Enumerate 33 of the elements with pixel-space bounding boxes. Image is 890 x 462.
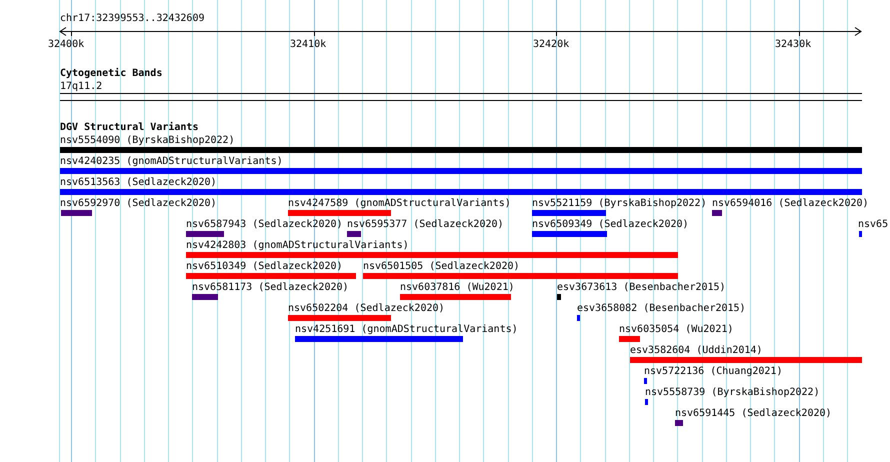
variant-label: nsv6513563 (Sedlazeck2020) — [60, 177, 217, 188]
variant-label: nsv6502204 (Sedlazeck2020) — [288, 303, 445, 314]
track-title: DGV Structural Variants — [60, 122, 198, 133]
variant-label: nsv4240235 (gnomADStructuralVariants) — [60, 156, 283, 167]
tick-label: 32400k — [48, 39, 84, 50]
variant-label: nsv6595377 (Sedlazeck2020) — [347, 219, 504, 230]
variant-label: nsv5722136 (Chuang2021) — [644, 366, 782, 377]
tick-label: 32410k — [290, 39, 326, 50]
variant-label: esv3658082 (Besenbacher2015) — [577, 303, 746, 314]
variant-label: nsv65 — [858, 219, 888, 230]
tick-label: 32420k — [533, 39, 570, 50]
variant-label: nsv6591445 (Sedlazeck2020) — [675, 408, 832, 419]
variant-label: nsv6581173 (Sedlazeck2020) — [192, 282, 349, 293]
variant-label: nsv6510349 (Sedlazeck2020) — [186, 261, 343, 272]
variant-label: nsv6037816 (Wu2021) — [400, 282, 514, 293]
track-title: Cytogenetic Bands — [60, 68, 162, 79]
variant-label: nsv6592970 (Sedlazeck2020) — [60, 198, 217, 209]
variant-label: nsv4242803 (gnomADStructuralVariants) — [186, 240, 409, 251]
variant-label: nsv5554090 (ByrskaBishop2022) — [60, 135, 235, 146]
variant-label: nsv4247589 (gnomADStructuralVariants) — [288, 198, 511, 209]
variant-label: nsv6594016 (Sedlazeck2020) — [712, 198, 869, 209]
variant-label: nsv4251691 (gnomADStructuralVariants) — [295, 324, 518, 335]
variant-label: nsv6501505 (Sedlazeck2020) — [363, 261, 520, 272]
tick-label: 32430k — [775, 39, 812, 50]
variant-label: nsv6509349 (Sedlazeck2020) — [532, 219, 689, 230]
region-coordinates: chr17:32399553..32432609 — [60, 13, 204, 24]
variant-label: nsv6587943 (Sedlazeck2020) — [186, 219, 343, 230]
variant-label: esv3582604 (Uddin2014) — [630, 345, 762, 356]
variant-label: nsv6035054 (Wu2021) — [619, 324, 734, 335]
band-label: 17q11.2 — [60, 81, 102, 92]
variant-label: nsv5521159 (ByrskaBishop2022) — [532, 198, 707, 209]
variant-label: nsv5558739 (ByrskaBishop2022) — [645, 387, 820, 398]
variant-label: esv3673613 (Besenbacher2015) — [557, 282, 726, 293]
